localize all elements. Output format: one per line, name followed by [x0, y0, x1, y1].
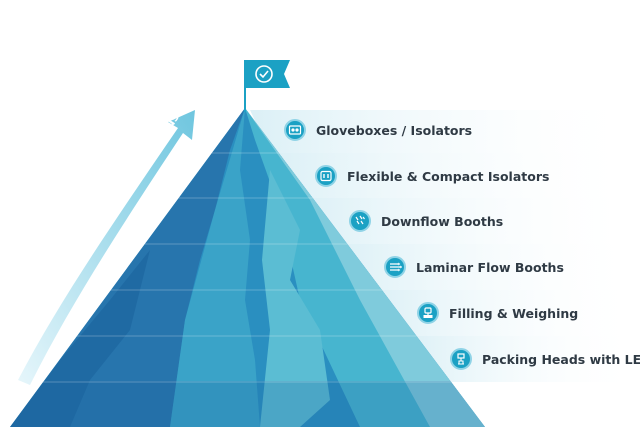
- packing-head-icon: [450, 348, 472, 370]
- tier-label-text: Packing Heads with LEV: [482, 351, 640, 367]
- downflow-icon: [349, 210, 371, 232]
- check-mark: [259, 70, 269, 79]
- hazardousness-arrow: [18, 110, 195, 385]
- glovebox-icon: [284, 119, 306, 141]
- tier-band-5: [370, 290, 640, 336]
- flexible-isolator-icon: [315, 165, 337, 187]
- tier-band-4: [335, 244, 640, 290]
- tier-band-6: [405, 336, 640, 382]
- tier-label-text: Gloveboxes / Isolators: [316, 122, 473, 138]
- tier-label-text: Laminar Flow Booths: [416, 259, 564, 275]
- tier-2: Flexible & Compact Isolators: [315, 161, 549, 191]
- tier-band-1: [250, 110, 640, 153]
- laminar-flow-icon: [384, 256, 406, 278]
- summit-flag: [244, 60, 290, 112]
- tier-1: Gloveboxes / Isolators: [284, 115, 472, 145]
- tier-band-3: [300, 198, 640, 244]
- tier-band-2: [270, 153, 640, 198]
- tier-label-text: Flexible & Compact Isolators: [347, 168, 550, 184]
- weighing-icon: [417, 302, 439, 324]
- tier-bands: [250, 110, 640, 382]
- tier-5: Filling & Weighing: [417, 298, 578, 328]
- tier-3: Downflow Booths: [349, 206, 503, 236]
- tier-label-text: Filling & Weighing: [449, 305, 579, 321]
- tier-label-text: Downflow Booths: [381, 213, 504, 229]
- tier-6: Packing Heads with LEV: [450, 344, 640, 374]
- check-icon: [255, 65, 273, 83]
- tier-4: Laminar Flow Booths: [384, 252, 564, 282]
